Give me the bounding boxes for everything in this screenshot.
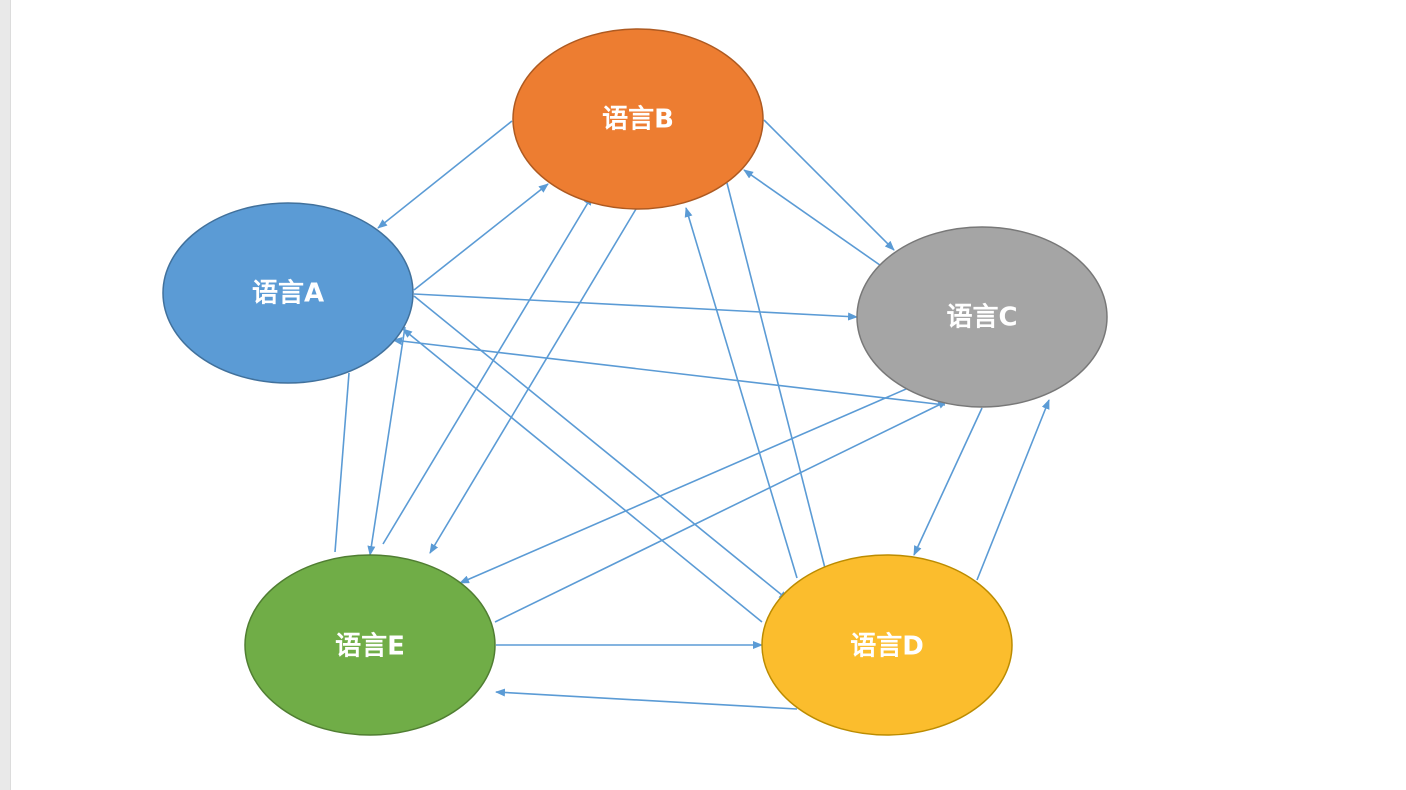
node-b: 语言B — [512, 28, 764, 210]
edge-d-to-a — [402, 328, 763, 623]
edge-b-to-a — [377, 120, 513, 229]
edge-d-to-e — [495, 688, 798, 710]
edge-c-to-d — [913, 407, 983, 556]
edge-e-to-b — [382, 195, 593, 545]
edge-e-to-a — [334, 372, 350, 553]
edge-d-to-b — [684, 207, 798, 579]
edge-a-to-d — [413, 295, 789, 601]
node-c-shape — [856, 226, 1108, 408]
edges-group — [334, 119, 1050, 710]
node-b-label: 语言B — [602, 105, 674, 135]
node-d-shape — [761, 554, 1013, 736]
node-a-shape — [162, 202, 414, 384]
node-c: 语言C — [856, 226, 1108, 408]
edge-a-to-b — [413, 183, 549, 291]
edge-c-to-b — [743, 169, 888, 271]
edge-e-to-c — [494, 400, 948, 623]
edge-b-to-c — [763, 119, 895, 251]
node-b-shape — [512, 28, 764, 210]
edge-b-to-e — [429, 208, 637, 554]
edge-a-to-c — [413, 293, 858, 321]
window-left-edge — [0, 0, 11, 790]
edge-b-to-d — [726, 182, 831, 585]
edge-d-to-c — [976, 399, 1050, 581]
node-c-label: 语言C — [946, 303, 1017, 333]
node-d: 语言D — [761, 554, 1013, 736]
node-e-shape — [244, 554, 496, 736]
node-d-label: 语言D — [850, 632, 924, 662]
node-e: 语言E — [244, 554, 496, 736]
edge-c-to-a — [392, 337, 946, 406]
node-e-label: 语言E — [335, 632, 405, 662]
node-a-label: 语言A — [252, 279, 324, 309]
edge-a-to-e — [367, 326, 406, 556]
node-a: 语言A — [162, 202, 414, 384]
edge-c-to-e — [459, 385, 914, 584]
